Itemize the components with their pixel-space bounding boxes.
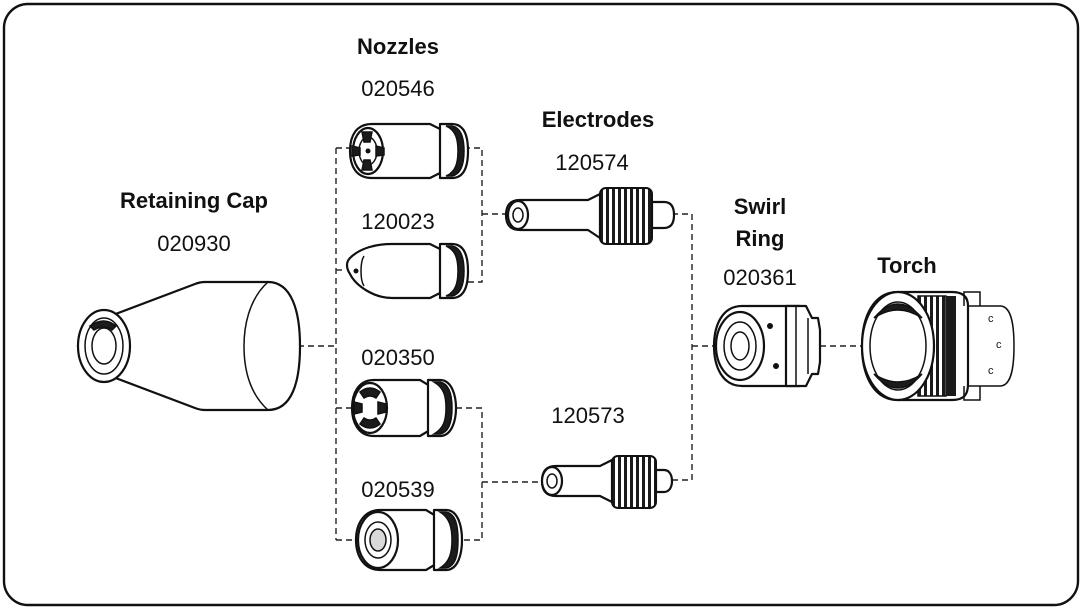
torch-drawing: c c c	[860, 290, 1015, 402]
svg-text:c: c	[988, 365, 994, 377]
nozzle-part-number: 120023	[361, 209, 434, 234]
torch-title: Torch	[877, 253, 936, 278]
nozzles-title: Nozzles	[357, 34, 439, 59]
electrode-120574-drawing	[504, 187, 676, 245]
svg-text:c: c	[996, 339, 1002, 351]
retaining-cap-drawing	[76, 280, 302, 412]
swirl-ring-part-number: 020361	[723, 265, 796, 290]
nozzle-020546-drawing	[348, 122, 470, 180]
nozzle-part-number: 020539	[361, 477, 434, 502]
swirl-ring-title-line2: Ring	[736, 226, 785, 251]
nozzle-020350-drawing	[350, 378, 458, 438]
swirl-ring-drawing	[712, 304, 822, 388]
retaining-cap-title: Retaining Cap	[120, 188, 268, 213]
retaining-cap-part-number: 020930	[157, 231, 230, 256]
electrode-part-number: 120573	[551, 403, 624, 428]
nozzle-part-number: 020350	[361, 345, 434, 370]
connector-lines	[298, 147, 862, 541]
nozzle-020539-drawing	[354, 508, 464, 572]
nozzle-120023-drawing	[345, 242, 470, 300]
nozzle-part-number: 020546	[361, 76, 434, 101]
svg-text:c: c	[988, 313, 994, 325]
electrodes-title: Electrodes	[542, 107, 655, 132]
electrode-120573-drawing	[540, 455, 674, 509]
swirl-ring-title-line1: Swirl	[734, 194, 787, 219]
electrode-part-number: 120574	[555, 150, 628, 175]
